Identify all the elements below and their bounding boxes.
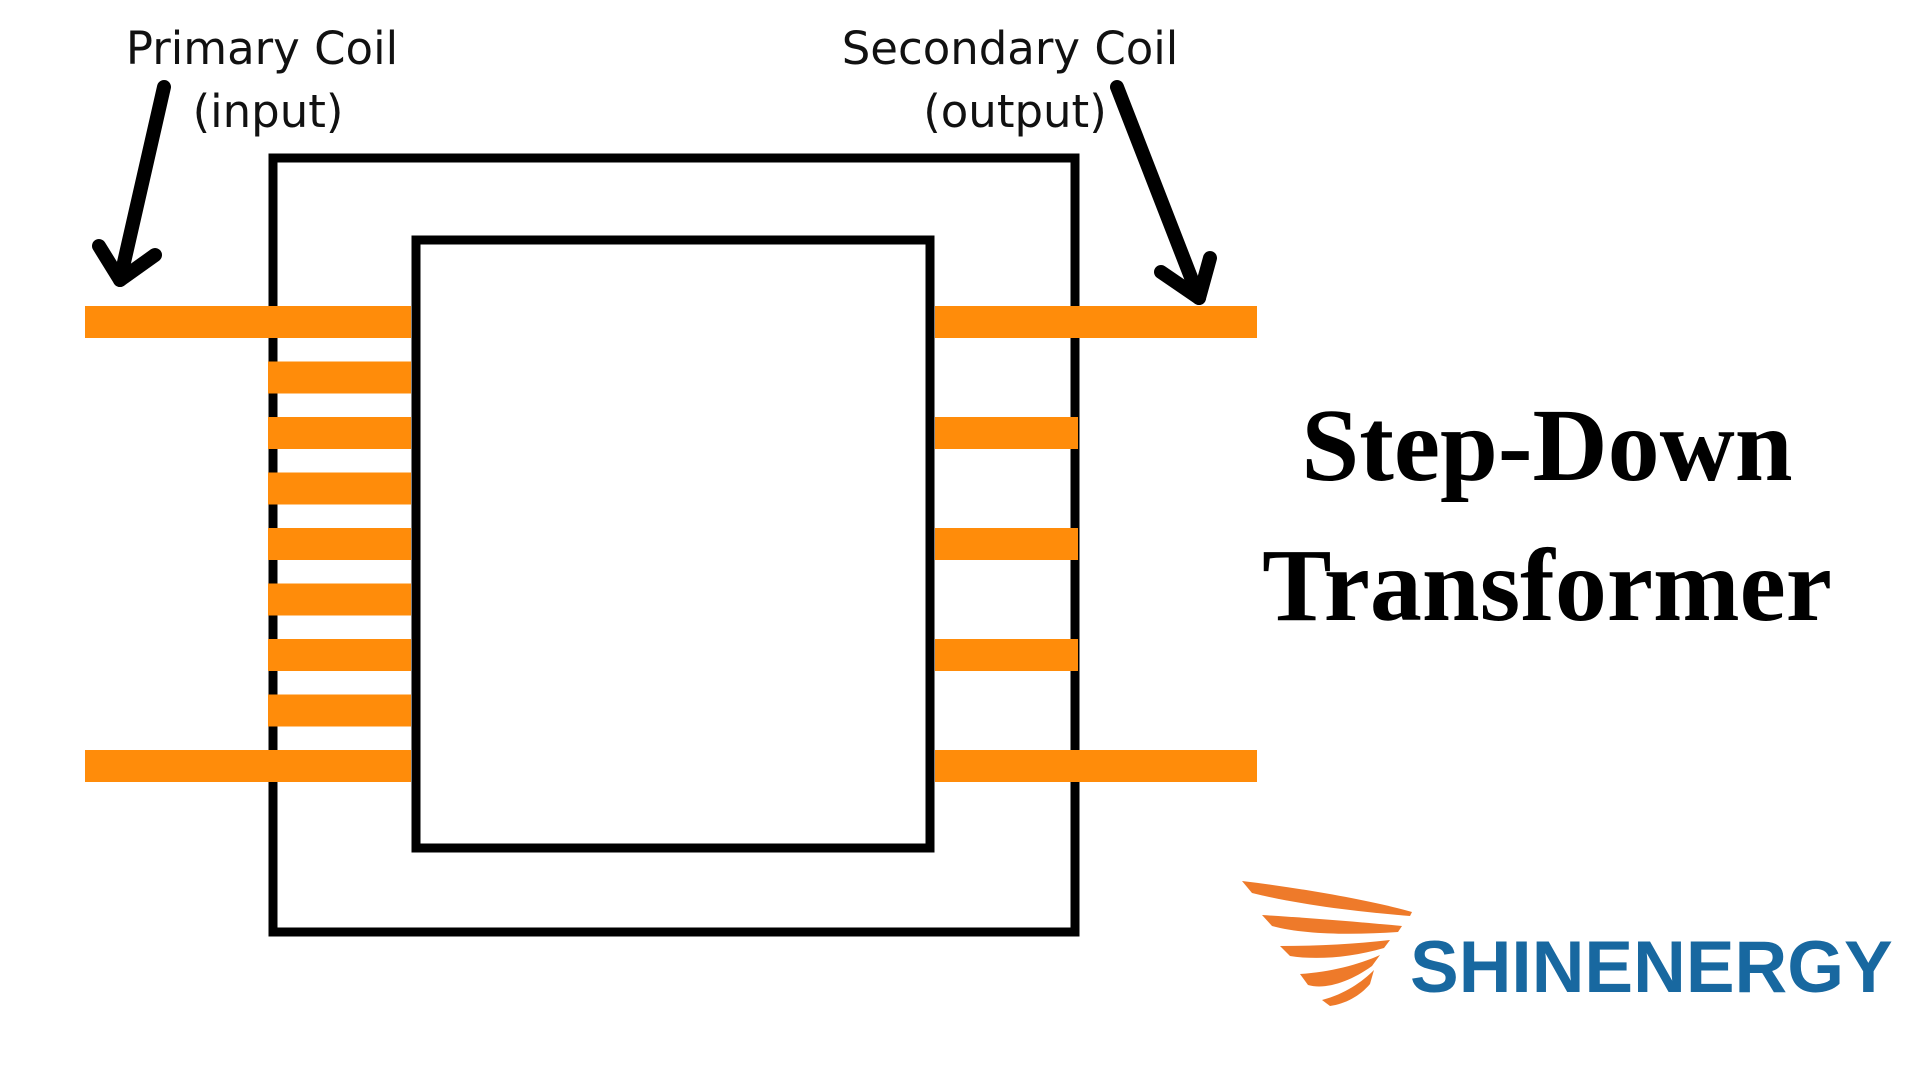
- primary-turn: [268, 583, 411, 616]
- secondary-coil: [935, 306, 1257, 782]
- secondary-lead-wire: [935, 306, 1257, 338]
- primary-turn: [268, 694, 411, 727]
- primary-lead-wire: [85, 750, 411, 782]
- primary-coil: [85, 306, 411, 782]
- logo-text: SHINENERGY: [1410, 927, 1893, 1008]
- secondary-turn: [935, 417, 1078, 449]
- primary-turn: [268, 639, 411, 671]
- secondary-coil-sublabel: (output): [923, 85, 1107, 138]
- secondary-arrow-icon: [1110, 80, 1217, 305]
- secondary-lead-wire: [935, 750, 1257, 782]
- diagram-title-line1: Step-Down: [1301, 388, 1792, 503]
- primary-arrow-icon: [92, 80, 171, 287]
- core-inner: [411, 235, 935, 853]
- primary-lead-wire: [85, 306, 411, 338]
- primary-coil-sublabel: (input): [193, 85, 344, 138]
- secondary-turn: [935, 528, 1078, 560]
- primary-turn: [268, 361, 411, 394]
- shinenergy-logo: SHINENERGY: [1242, 881, 1893, 1008]
- primary-coil-label: Primary Coil: [126, 22, 398, 75]
- primary-turn: [268, 417, 411, 449]
- secondary-coil-label: Secondary Coil: [842, 22, 1179, 75]
- diagram-title-line2: Transformer: [1262, 528, 1832, 643]
- primary-turn: [268, 528, 411, 560]
- primary-turn: [268, 472, 411, 505]
- wing-icon: [1242, 881, 1412, 1006]
- secondary-turn: [935, 639, 1078, 671]
